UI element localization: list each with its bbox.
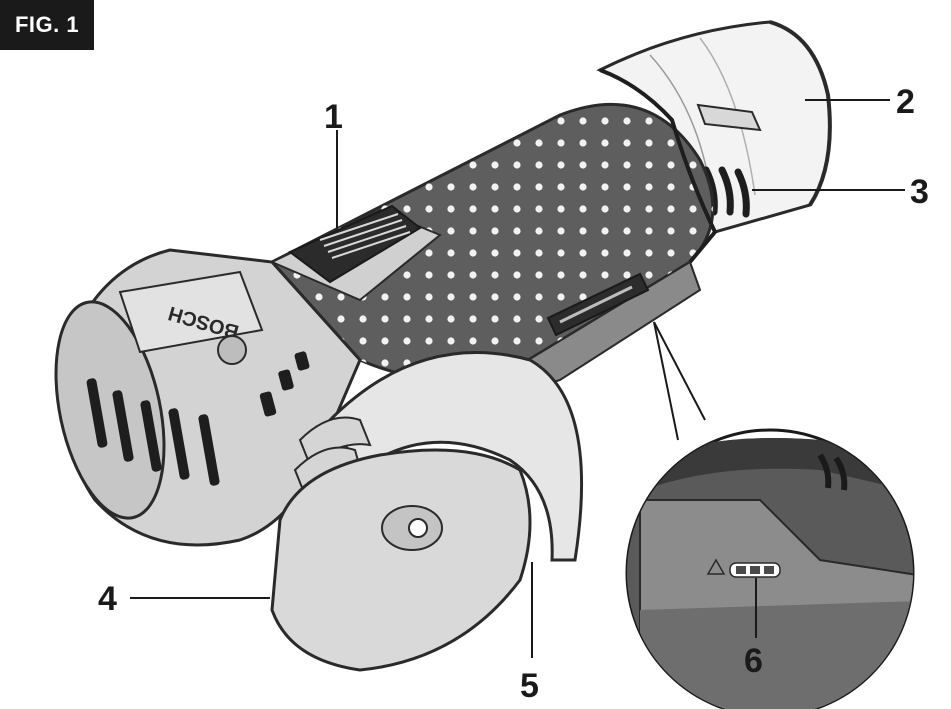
leader-lines	[130, 99, 905, 658]
cutting-wheel	[270, 448, 532, 672]
on-off-switch	[269, 204, 442, 302]
charge-indicator	[706, 558, 781, 578]
callout-4: 4	[98, 580, 117, 618]
callout-1: 1	[324, 98, 343, 136]
detail-inset	[625, 428, 915, 709]
figure-label: FIG. 1	[0, 0, 94, 50]
handle-grip	[269, 68, 718, 384]
air-vents	[86, 378, 220, 486]
callout-2: 2	[896, 83, 915, 121]
callout-3: 3	[910, 173, 929, 211]
motor-housing: BOSCH	[54, 248, 362, 547]
callout-5: 5	[520, 667, 539, 705]
callout-6: 6	[744, 642, 763, 680]
